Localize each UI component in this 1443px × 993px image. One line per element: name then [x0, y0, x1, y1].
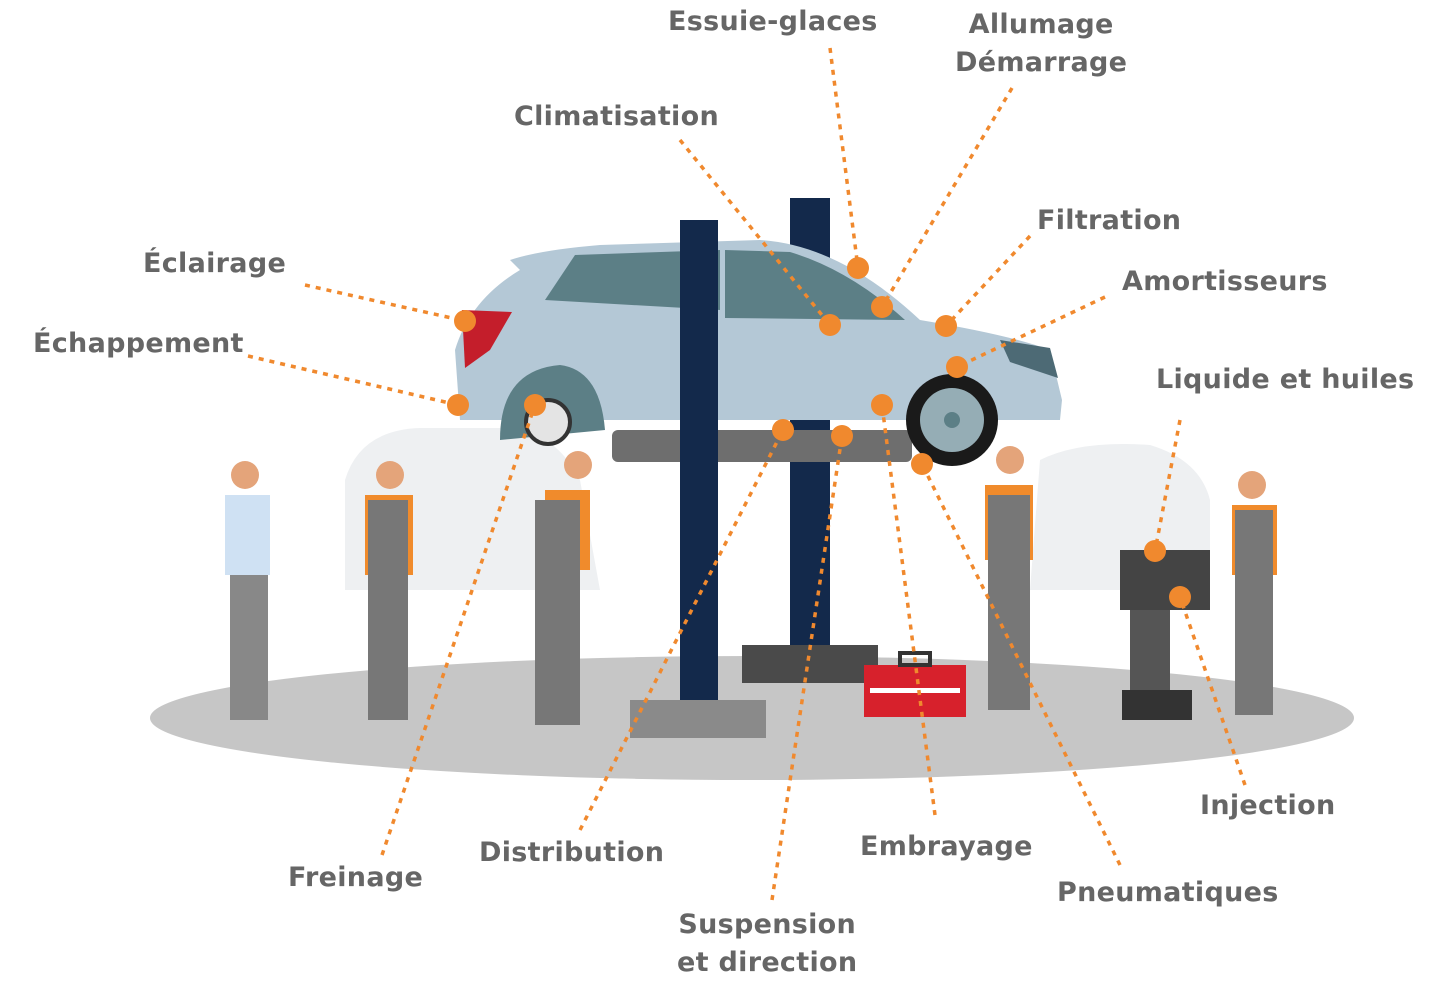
callout-text: Liquide et huiles: [1156, 364, 1415, 395]
callout-label-filtration: Filtration: [1037, 202, 1181, 240]
callout-label-echappement: Échappement: [33, 325, 244, 363]
callout-text: Allumage: [968, 9, 1114, 40]
callout-label-amortisseurs: Amortisseurs: [1122, 263, 1328, 301]
callout-label-eclairage: Éclairage: [143, 245, 286, 283]
customer: [225, 461, 270, 720]
mechanic-under-car: [985, 446, 1033, 710]
leader-line-eclairage: [304, 283, 466, 323]
callout-text: Pneumatiques: [1057, 877, 1279, 908]
callout-text: Embrayage: [860, 831, 1033, 862]
hotspot-embrayage[interactable]: [871, 394, 893, 416]
callout-text: Essuie-glaces: [668, 6, 878, 37]
callout-text-line2: Démarrage: [955, 47, 1128, 78]
leader-line-allumage: [880, 87, 1014, 308]
leader-line-freinage: [380, 404, 537, 856]
hotspot-eclairage[interactable]: [454, 310, 476, 332]
hotspot-freinage[interactable]: [524, 394, 546, 416]
lifted-car: [455, 240, 1062, 466]
hotspot-allumage[interactable]: [871, 296, 893, 318]
callout-label-embrayage: Embrayage: [860, 828, 1033, 866]
callout-text: Freinage: [288, 862, 424, 893]
leader-line-liquide: [1153, 419, 1182, 552]
callout-text: Suspension: [678, 909, 857, 940]
callout-label-suspension: Suspension et direction: [677, 906, 857, 982]
hotspot-distribution[interactable]: [772, 419, 794, 441]
lift-base-rear: [742, 645, 878, 683]
callout-text: Distribution: [479, 837, 665, 868]
hotspot-injection[interactable]: [1169, 586, 1191, 608]
leader-line-injection: [1178, 596, 1247, 786]
hotspot-climatisation[interactable]: [819, 314, 841, 336]
hotspot-pneumatiques[interactable]: [911, 453, 933, 475]
hotspot-liquide[interactable]: [1144, 540, 1166, 562]
mechanic-engine: [1232, 471, 1277, 715]
toolbox: [864, 651, 966, 717]
lift-post-front: [680, 220, 718, 700]
leader-line-suspension: [770, 435, 844, 901]
callout-label-essuie-glaces: Essuie-glaces: [668, 3, 878, 41]
callout-text: Filtration: [1037, 205, 1182, 236]
callout-text: Injection: [1200, 790, 1336, 821]
callout-label-injection: Injection: [1200, 787, 1335, 825]
callout-text-line2: et direction: [677, 947, 858, 978]
callout-text: Éclairage: [143, 248, 287, 279]
leader-line-amortisseurs: [956, 295, 1106, 369]
leader-line-echappement: [247, 354, 459, 407]
hotspot-echappement[interactable]: [447, 394, 469, 416]
leader-line-distribution: [578, 429, 785, 831]
callout-text: Amortisseurs: [1122, 266, 1328, 297]
callout-label-climatisation: Climatisation: [514, 98, 719, 136]
mechanic-handshake: [365, 461, 413, 720]
leader-line-climatisation: [678, 138, 832, 327]
hotspot-amortisseurs[interactable]: [946, 356, 968, 378]
hotspot-essuie-glaces[interactable]: [847, 257, 869, 279]
callout-label-freinage: Freinage: [288, 859, 423, 897]
callout-leaders: [247, 47, 1247, 901]
leader-line-filtration: [944, 234, 1032, 328]
leader-line-pneumatiques: [920, 463, 1122, 866]
leader-line-embrayage: [880, 404, 937, 816]
callout-label-distribution: Distribution: [479, 834, 664, 872]
hotspot-filtration[interactable]: [935, 315, 957, 337]
hotspot-suspension[interactable]: [831, 425, 853, 447]
callout-label-liquide: Liquide et huiles: [1156, 361, 1414, 399]
callout-text: Climatisation: [514, 101, 719, 132]
mechanic-wrench: [535, 451, 592, 725]
engine-stand: [1120, 550, 1210, 720]
callout-text: Échappement: [33, 328, 244, 359]
lift-base-front: [630, 700, 766, 738]
callout-label-pneumatiques: Pneumatiques: [1057, 874, 1279, 912]
leader-line-essuie-glaces: [828, 47, 860, 269]
